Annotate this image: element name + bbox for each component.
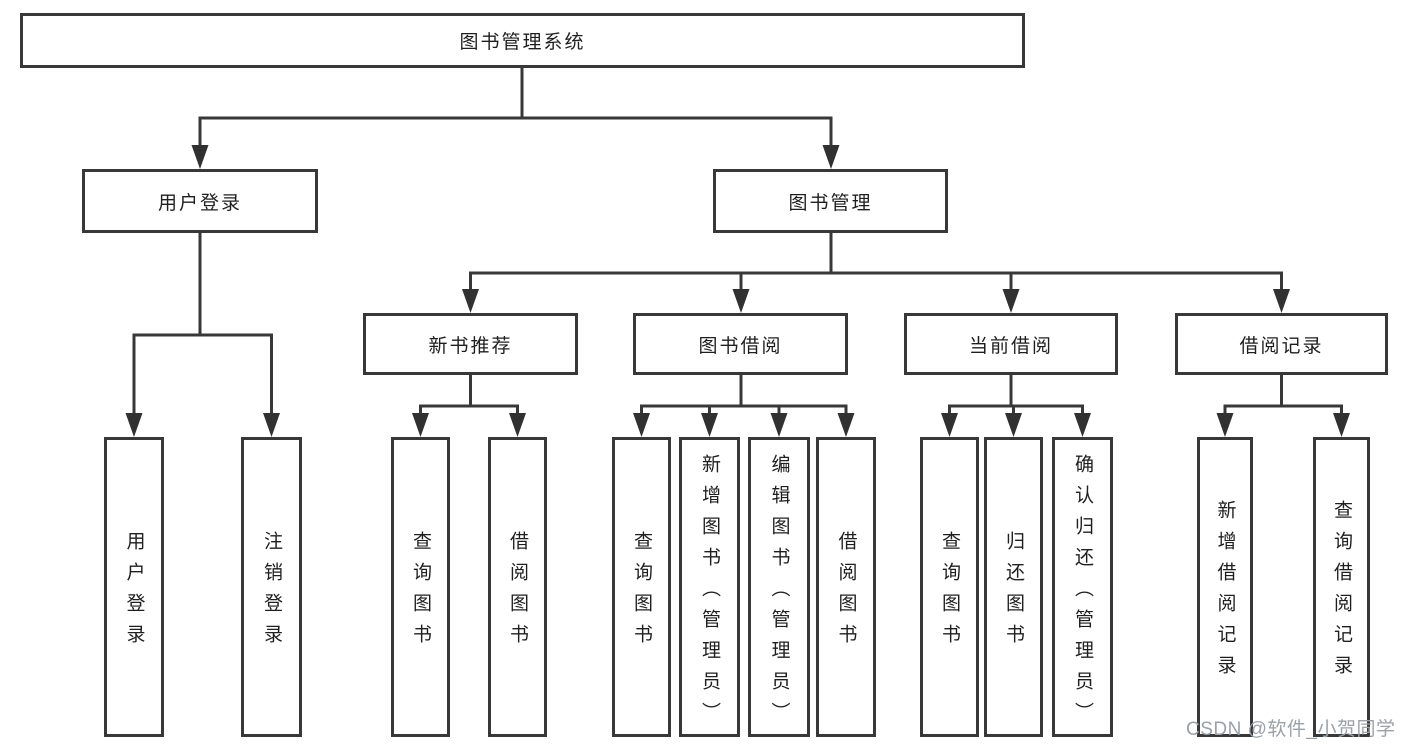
leaf-label: 新增图书（管理员） — [699, 453, 720, 733]
leaf-return-books: 归还图书 — [984, 437, 1043, 737]
leaf-label: 注销登录 — [261, 531, 282, 655]
leaf-logout: 注销登录 — [241, 437, 302, 737]
leaf-edit-books-admin: 编辑图书（管理员） — [748, 437, 810, 737]
leaf-borrow-books: 借阅图书 — [816, 437, 876, 737]
leaf-label: 借阅图书 — [507, 531, 528, 655]
leaf-borrow-books-recommend: 借阅图书 — [488, 437, 547, 737]
leaf-label: 借阅图书 — [835, 531, 857, 655]
node-borrowing-records: 借阅记录 — [1175, 313, 1388, 375]
leaf-add-borrow-record: 新增借阅记录 — [1197, 437, 1253, 737]
leaf-label: 新增借阅记录 — [1214, 500, 1236, 686]
leaf-add-books-admin: 新增图书（管理员） — [679, 437, 740, 737]
node-new-book-recommendation: 新书推荐 — [363, 313, 578, 375]
leaf-label: 查询图书 — [939, 531, 960, 655]
leaf-query-books-current: 查询图书 — [920, 437, 979, 737]
leaf-query-borrow-record: 查询借阅记录 — [1313, 437, 1370, 737]
node-library-management-system: 图书管理系统 — [20, 13, 1025, 68]
csdn-watermark: CSDN @软件_小贺同学 — [1186, 719, 1396, 740]
leaf-label: 编辑图书（管理员） — [768, 453, 790, 733]
leaf-label: 归还图书 — [1003, 531, 1024, 655]
leaf-label: 查询图书 — [631, 531, 652, 655]
leaf-user-login: 用户登录 — [104, 437, 164, 737]
leaf-label: 查询借阅记录 — [1331, 500, 1352, 686]
node-current-borrowing: 当前借阅 — [904, 313, 1118, 375]
leaf-label: 查询图书 — [410, 531, 431, 655]
leaf-confirm-return-admin: 确认归还（管理员） — [1052, 437, 1113, 737]
leaf-query-books-recommend: 查询图书 — [391, 437, 450, 737]
leaf-label: 用户登录 — [123, 531, 145, 655]
node-user-login: 用户登录 — [82, 169, 318, 233]
leaf-query-books-borrow: 查询图书 — [612, 437, 671, 737]
leaf-label: 确认归还（管理员） — [1072, 453, 1093, 733]
node-book-borrowing: 图书借阅 — [633, 313, 848, 375]
node-book-management: 图书管理 — [713, 169, 948, 233]
